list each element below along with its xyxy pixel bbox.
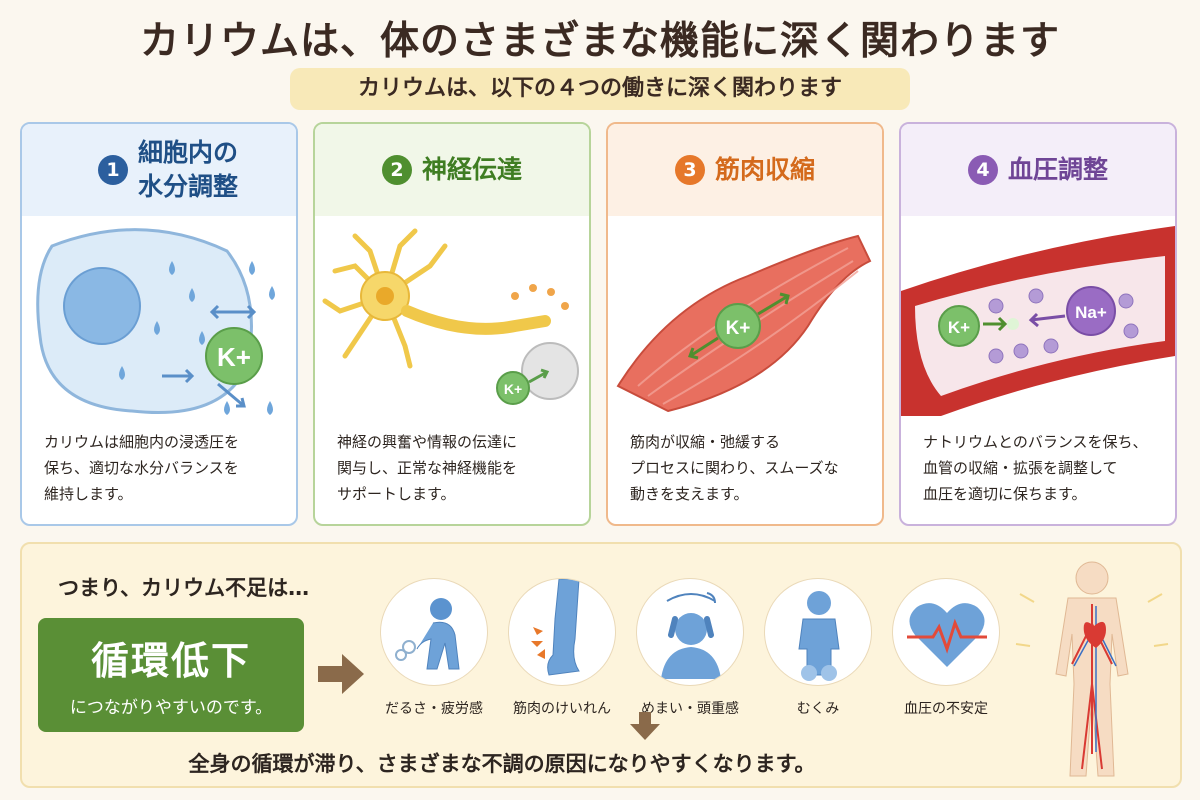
highlight-title: 循環低下	[90, 639, 251, 683]
symptom-dizziness: めまい・頭重感	[630, 578, 750, 718]
summary-lead: つまり、カリウム不足は…	[58, 576, 310, 600]
card-water-balance: 1 細胞内の水分調整 K+ カリウムは細胞内の浸透圧を 保ち、適切な水分バランス…	[20, 122, 298, 526]
card-header: 3 筋肉収縮	[608, 124, 882, 216]
card-blood-pressure: 4 血圧調整 K+ Na+ ナトリウムとのバランスを保ち、 血管の収縮・拡張を調…	[899, 122, 1177, 526]
card-description: 神経の興奮や情報の伝達に 関与し、正常な神経機能を サポートします。	[337, 433, 518, 503]
symptom-label: めまい・頭重感	[641, 701, 739, 717]
neuron-illustration: K+	[322, 228, 579, 405]
highlight-subtitle: につながりやすいのです。	[69, 698, 273, 718]
target-cell	[521, 342, 579, 400]
card-header: 1 細胞内の水分調整	[22, 124, 296, 216]
symptom-label: だるさ・疲労感	[385, 701, 483, 717]
muscle-illustration: K+	[616, 234, 872, 413]
card-header: 2 神経伝達	[315, 124, 589, 216]
exchange-arrows	[162, 304, 257, 408]
svg-text:K+: K+	[504, 381, 522, 397]
heart-pulse-icon	[907, 603, 987, 667]
card-title: 神経伝達	[421, 155, 522, 184]
cell-water-illustration: K+	[36, 228, 275, 415]
card-title: 筋肉収縮	[714, 155, 815, 184]
card-nerve-transmission: 2 神経伝達 K+ 神経の興奮や情報の伝達に 関与し、正常な神経機能を サポート…	[313, 122, 591, 526]
card-description: カリウムは細胞内の浸透圧を 保ち、適切な水分バランスを 維持します。	[44, 433, 240, 503]
potassium-ion-icon	[938, 305, 980, 347]
symptom-swelling: むくみ	[758, 578, 878, 718]
potassium-ion-icon	[205, 327, 263, 385]
signal-dots	[511, 284, 569, 310]
highlight-box: 循環低下 につながりやすいのです。	[38, 618, 304, 732]
potassium-ion-icon	[496, 371, 530, 405]
page-title: カリウムは、体のさまざまな機能に深く関わります	[139, 19, 1060, 64]
water-drop-icons	[119, 261, 275, 415]
symptom-bp-unstable: 血圧の不安定	[886, 578, 1006, 718]
card-title: 血圧調整	[1007, 155, 1108, 184]
card-description: ナトリウムとのバランスを保ち、 血管の収縮・拡張を調整して 血圧を適切に保ちます…	[923, 433, 1148, 503]
sodium-ion-icon	[1066, 286, 1116, 336]
arrow-down-icon	[630, 712, 660, 740]
nucleus	[63, 267, 141, 345]
svg-text:Na+: Na+	[1075, 303, 1107, 322]
potassium-ion-icon	[715, 303, 761, 349]
symptom-label: むくみ	[796, 701, 840, 717]
fatigue-person-icon	[395, 598, 460, 670]
dizzy-head-icon	[661, 592, 721, 679]
conclusion-text: 全身の循環が滞り、さまざまな不調の原因になりやすくなります。	[188, 752, 816, 776]
svg-text:K+: K+	[948, 318, 970, 337]
symptom-fatigue: だるさ・疲労感	[374, 578, 494, 718]
summary-panel: つまり、カリウム不足は… 循環低下 につながりやすいのです。 だるさ・疲労感 筋…	[20, 542, 1182, 788]
number-badge: 2	[381, 155, 412, 185]
symptom-label: 血圧の不安定	[904, 701, 988, 717]
card-title: 細胞内の水分調整	[138, 138, 239, 201]
axon	[401, 305, 551, 335]
blood-vessel-illustration: K+ Na+	[901, 226, 1175, 416]
card-description: 筋肉が収縮・弛緩する プロセスに関わり、スムーズな 動きを支えます。	[630, 433, 839, 503]
arrow-right-icon	[318, 654, 364, 694]
page-subtitle: カリウムは、以下の４つの働きに深く関わります	[290, 68, 910, 110]
card-header: 4 血圧調整	[901, 124, 1175, 216]
swelling-person-icon	[798, 591, 840, 681]
number-badge: 1	[98, 155, 128, 185]
number-badge: 3	[674, 155, 705, 185]
svg-text:K+: K+	[726, 318, 751, 339]
symptom-label: 筋肉のけいれん	[513, 701, 611, 717]
number-badge: 4	[967, 155, 998, 185]
symptom-cramp: 筋肉のけいれん	[502, 578, 622, 718]
leg-cramp-icon	[531, 579, 580, 676]
circulatory-system-icon	[1015, 561, 1169, 777]
card-muscle-contraction: 3 筋肉収縮 K+ 筋肉が収縮・弛緩する プロセスに関わり、スムーズな 動きを支…	[606, 122, 884, 526]
svg-text:K+: K+	[217, 342, 251, 372]
